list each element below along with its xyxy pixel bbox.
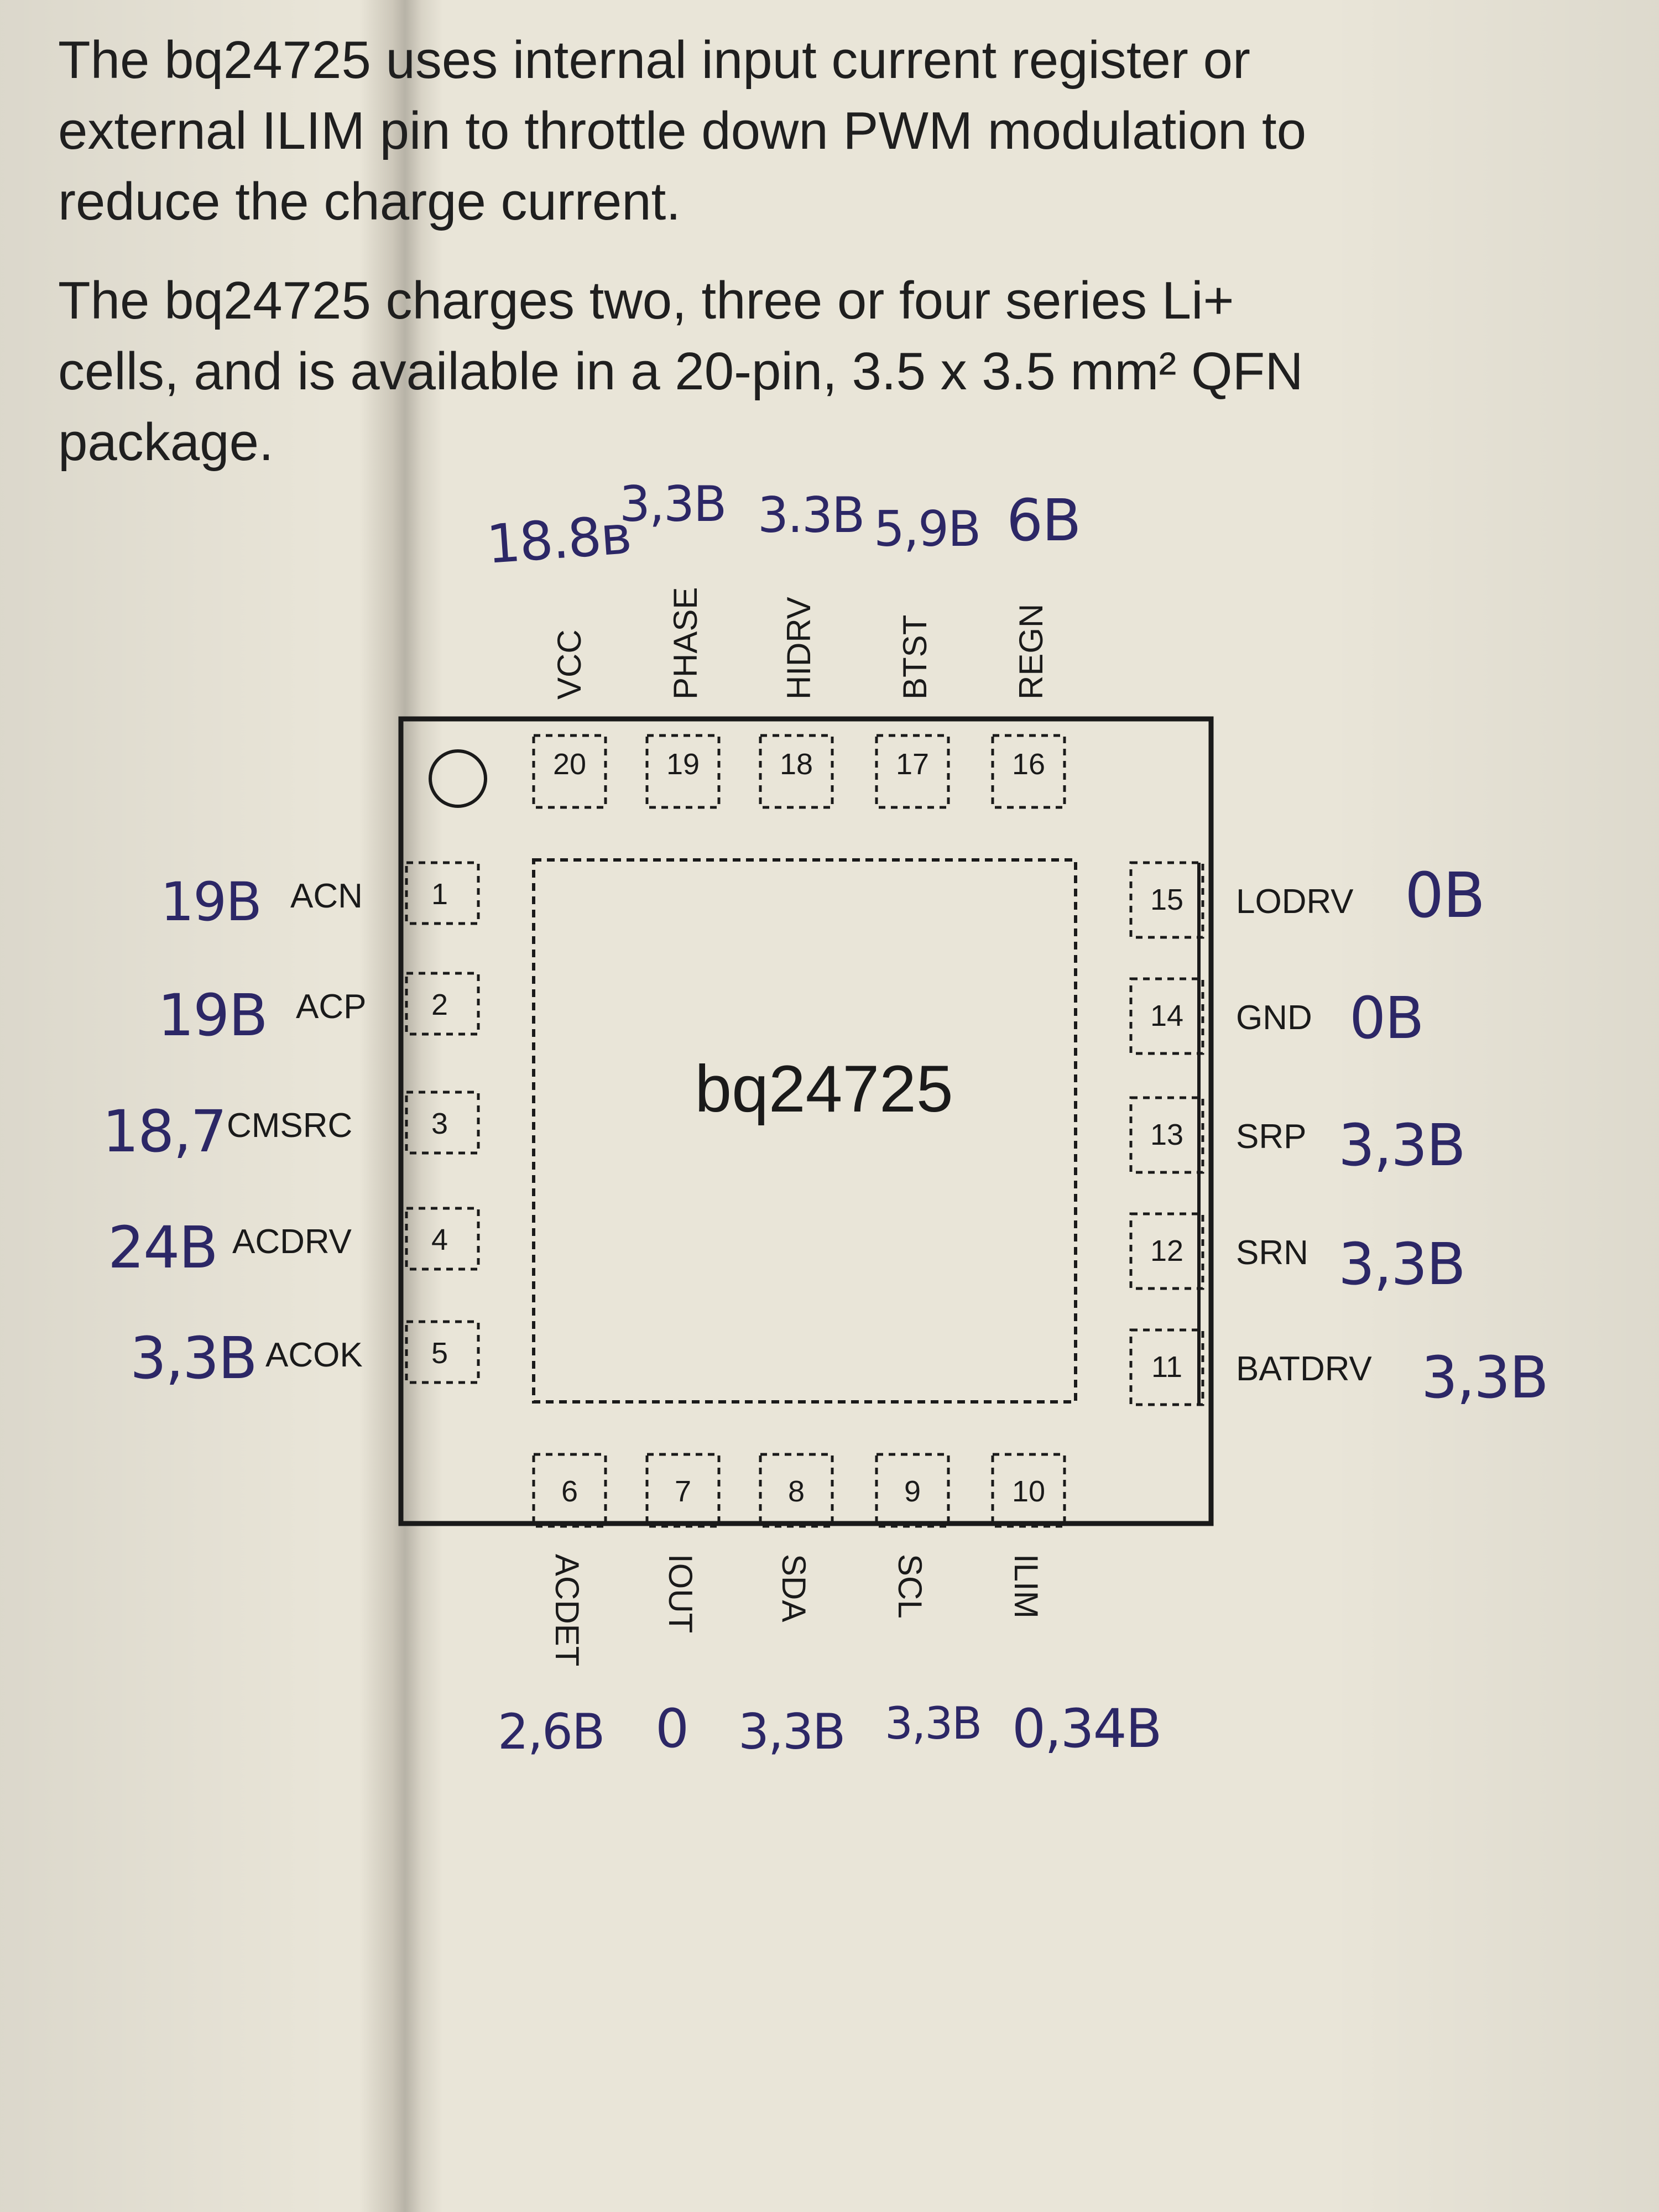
pad-15 bbox=[1129, 861, 1204, 939]
pin-number: 16 bbox=[1012, 748, 1045, 781]
pin-label-sda: SDA bbox=[775, 1554, 812, 1623]
pin-number: 14 bbox=[1150, 999, 1183, 1032]
handwritten-voltage-acp: 19B bbox=[158, 982, 268, 1049]
pin-label-acn: ACN bbox=[290, 877, 363, 915]
handwritten-voltage-srp: 3,3B bbox=[1338, 1112, 1466, 1179]
handwritten-voltage-cmsrc: 18,7 bbox=[102, 1098, 227, 1165]
thermal-pad-outline bbox=[532, 858, 1077, 1404]
handwritten-voltage-phase: 3,3B bbox=[619, 476, 727, 533]
pad-13 bbox=[1129, 1096, 1204, 1174]
bottom-pins: 6 7 8 9 10 bbox=[532, 1453, 1066, 1528]
pin-label-hidrv: HIDRV bbox=[780, 597, 817, 700]
pin-number: 8 bbox=[788, 1475, 805, 1508]
pin-number: 18 bbox=[780, 748, 813, 781]
handwritten-voltage-acdet: 2,6B bbox=[498, 1703, 605, 1760]
pin-number: 3 bbox=[431, 1107, 448, 1140]
pad-11 bbox=[1129, 1328, 1204, 1406]
pin-label-ilim: ILIM bbox=[1008, 1554, 1045, 1619]
handwritten-voltage-btst: 5,9B bbox=[874, 500, 981, 557]
pad-5 bbox=[405, 1320, 480, 1384]
pin-number: 20 bbox=[553, 748, 586, 781]
pad-1 bbox=[405, 861, 480, 925]
pin-label-scl: SCL bbox=[891, 1554, 928, 1619]
pin-label-gnd: GND bbox=[1236, 999, 1312, 1037]
handwritten-voltage-acn: 19B bbox=[160, 871, 262, 933]
pin-number: 7 bbox=[675, 1475, 691, 1508]
top-pins: 20 19 18 17 16 bbox=[532, 734, 1066, 809]
pin-label-cmsrc: CMSRC bbox=[227, 1107, 353, 1145]
handwritten-voltage-srn: 3,3B bbox=[1338, 1230, 1466, 1298]
pin-number: 6 bbox=[561, 1475, 578, 1508]
pad-3 bbox=[405, 1091, 480, 1155]
pin-number: 5 bbox=[431, 1337, 448, 1370]
pin-label-iout: IOUT bbox=[662, 1554, 699, 1634]
pad-2 bbox=[405, 972, 480, 1036]
handwritten-voltage-hidrv: 3.3B bbox=[758, 487, 865, 544]
handwritten-voltage-iout: 0 bbox=[655, 1698, 689, 1760]
handwritten-voltage-regn: 6B bbox=[1006, 487, 1082, 554]
description-paragraph-2: The bq24725 charges two, three or four s… bbox=[58, 271, 1303, 472]
pin1-marker bbox=[429, 749, 487, 808]
pin-label-regn: REGN bbox=[1013, 603, 1050, 700]
handwritten-voltage-ilim: 0,34B bbox=[1012, 1698, 1162, 1760]
pin-number: 11 bbox=[1151, 1350, 1182, 1384]
pin-label-srn: SRN bbox=[1236, 1234, 1308, 1272]
handwritten-voltage-vcc: 18.8в bbox=[484, 504, 633, 576]
handwritten-voltage-acok: 3,3B bbox=[130, 1324, 258, 1392]
handwritten-voltage-gnd: 0B bbox=[1349, 984, 1425, 1052]
pin-number: 2 bbox=[431, 988, 448, 1021]
pin-label-acdet: ACDET bbox=[549, 1554, 586, 1667]
pin-label-acok: ACOK bbox=[265, 1336, 363, 1374]
pin-number: 19 bbox=[666, 748, 700, 781]
pin-label-srp: SRP bbox=[1236, 1118, 1307, 1156]
pin-number: 15 bbox=[1150, 883, 1183, 916]
pin-label-acp: ACP bbox=[296, 988, 367, 1026]
pin-label-phase: PHASE bbox=[667, 587, 704, 700]
right-pins: 15 14 13 12 11 bbox=[1129, 861, 1204, 1406]
pin-label-acdrv: ACDRV bbox=[232, 1223, 352, 1261]
pin-label-vcc: VCC bbox=[551, 629, 588, 700]
pin-label-batdrv: BATDRV bbox=[1236, 1350, 1372, 1388]
handwritten-voltage-sda: 3,3B bbox=[738, 1703, 846, 1760]
pin-number: 10 bbox=[1012, 1475, 1045, 1508]
description-paragraph-1: The bq24725 uses internal input current … bbox=[58, 30, 1307, 231]
pin-number: 17 bbox=[896, 748, 929, 781]
pin-label-btst: BTST bbox=[896, 614, 933, 700]
chip-name: bq24725 bbox=[695, 1052, 953, 1126]
pad-14 bbox=[1129, 977, 1204, 1055]
handwritten-voltage-scl: 3,3B bbox=[885, 1698, 982, 1749]
package-outline bbox=[398, 716, 1214, 1526]
pad-4 bbox=[405, 1207, 480, 1271]
pin-number: 13 bbox=[1150, 1118, 1183, 1151]
pin-number: 4 bbox=[431, 1223, 448, 1256]
handwritten-voltage-acdrv: 24B bbox=[108, 1214, 218, 1281]
left-pins: 1 2 3 4 5 bbox=[405, 861, 480, 1384]
handwritten-voltage-batdrv: 3,3B bbox=[1421, 1344, 1549, 1411]
pin-label-lodrv: LODRV bbox=[1236, 883, 1354, 921]
handwritten-voltage-lodrv: 0B bbox=[1405, 860, 1485, 932]
pin-number: 1 bbox=[431, 878, 448, 911]
pad-12 bbox=[1129, 1212, 1204, 1290]
pin-number: 9 bbox=[904, 1475, 921, 1508]
pin-number: 12 bbox=[1150, 1234, 1183, 1267]
